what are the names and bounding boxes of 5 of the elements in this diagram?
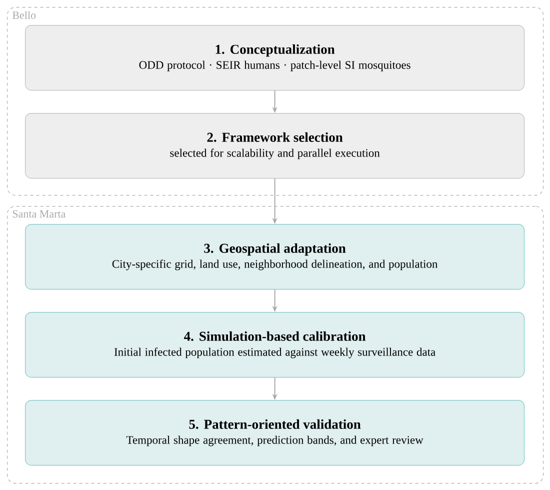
process-box: 1. Conceptualization ODD protocol · SEIR humans · patch-level SI mosquitoes [25, 25, 525, 91]
process-box: 5. Pattern-oriented validation Temporal shape agreement, prediction bands, and expert review [25, 400, 525, 466]
process-box: 3. Geospatial adaptation City-specific grid, land use, neighborhood delineation, and population [25, 224, 525, 290]
process-box: 4. Simulation-based calibration Initial infected population estimated against weekly surveillance data [25, 312, 525, 378]
process-box: 2. Framework selection selected for scalability and parallel execution [25, 113, 525, 179]
